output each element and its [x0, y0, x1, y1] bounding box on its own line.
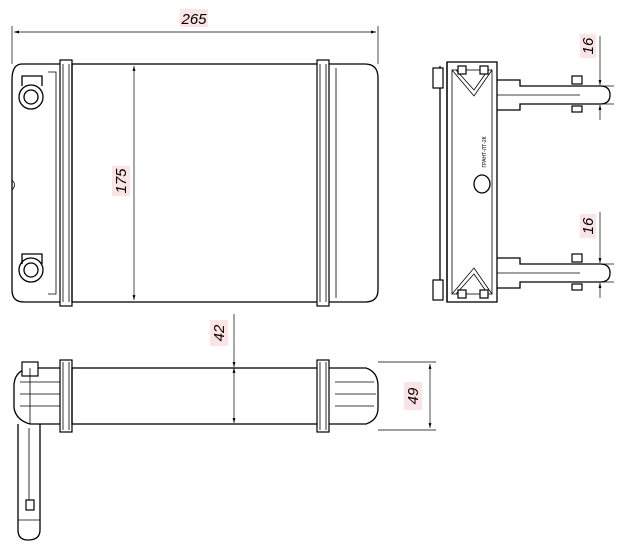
pipe-top	[497, 75, 611, 113]
pipe-bottom	[497, 253, 611, 291]
dimension-pipe-top-label: 16	[580, 37, 597, 54]
dimension-total-depth-label: 49	[405, 387, 422, 404]
front-view	[11, 59, 379, 307]
side-marking: ГРАНТ-ЛТ-2К	[482, 136, 488, 167]
dimension-height-label: 175	[113, 168, 130, 194]
pipe-down	[17, 424, 41, 541]
dimension-pipe-bottom-label: 16	[580, 217, 597, 234]
dimension-width-label: 265	[180, 11, 207, 28]
fitting-bottom-left	[18, 253, 44, 283]
dimension-core-depth-label: 42	[211, 324, 228, 341]
dimension-pipe-top: 16	[580, 34, 614, 120]
side-view: ГРАНТ-ЛТ-2К	[432, 61, 611, 303]
dimension-pipe-bottom: 16	[580, 212, 614, 298]
dimension-core-depth: 42	[210, 314, 236, 423]
dimension-total-depth: 49	[378, 361, 436, 431]
fitting-top-left	[18, 75, 44, 110]
dimension-height: 175	[112, 66, 136, 300]
top-view	[13, 359, 379, 541]
dimension-width: 265	[11, 9, 379, 64]
